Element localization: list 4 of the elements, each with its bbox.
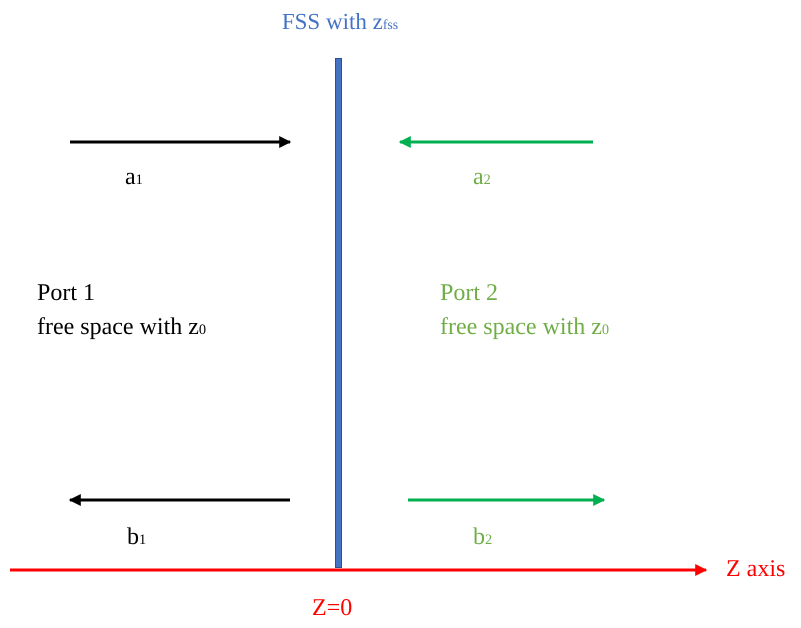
port-label: Port 2 — [440, 279, 498, 308]
origin-label: Z=0 — [312, 594, 352, 623]
axis-label: Z axis — [726, 555, 786, 584]
port-label: Port 1 — [37, 279, 96, 308]
